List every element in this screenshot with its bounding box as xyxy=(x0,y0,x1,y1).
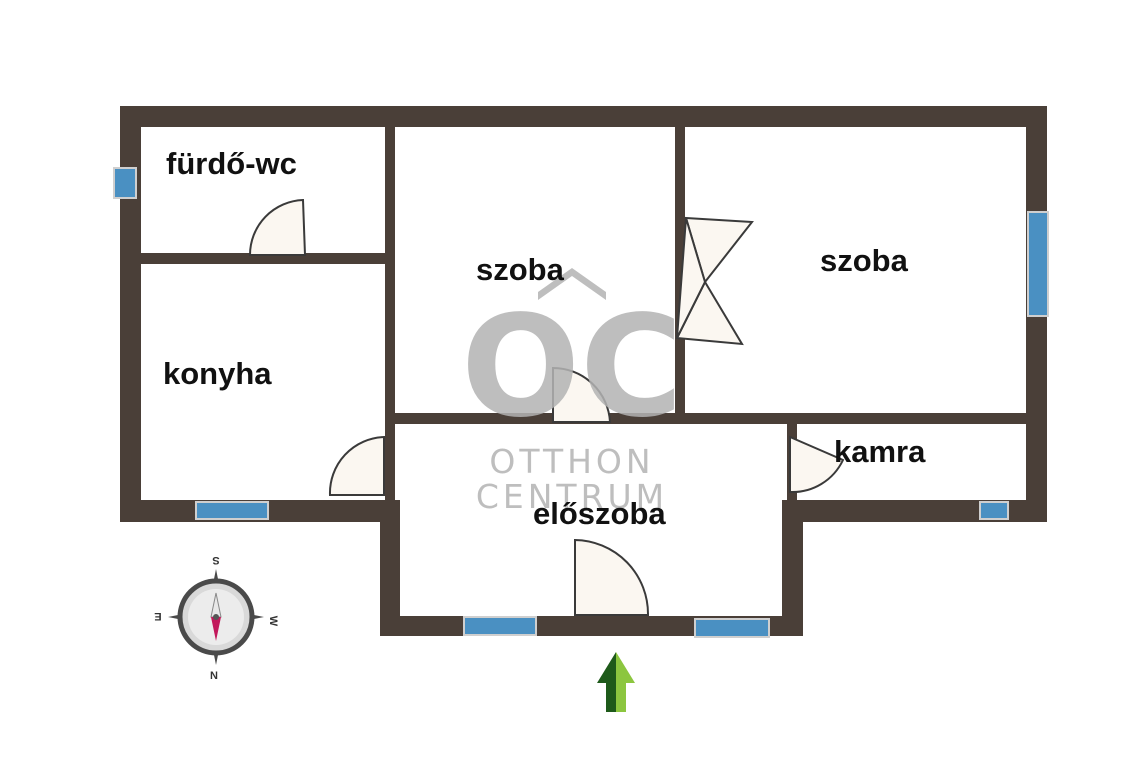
window-bathroom xyxy=(113,167,137,199)
compass-letter-left: E xyxy=(154,610,161,622)
label-pantry: kamra xyxy=(834,434,926,469)
window-hall-right xyxy=(694,618,770,638)
window-pantry xyxy=(979,501,1009,520)
door-double-panel xyxy=(676,217,707,339)
label-room-right: szoba xyxy=(820,243,909,278)
door-pantry xyxy=(789,435,845,494)
label-hallway: előszoba xyxy=(533,496,666,531)
compass-letter-right: W xyxy=(267,616,279,627)
door-room-left xyxy=(552,366,612,423)
door-entrance xyxy=(574,538,650,616)
window-hall-left xyxy=(463,616,537,636)
window-room-right xyxy=(1027,211,1049,317)
watermark-line1: OTTHON xyxy=(489,442,654,481)
watermark-line2: CENTRUM xyxy=(476,477,668,516)
windows xyxy=(113,167,1049,638)
compass-needle-bottom xyxy=(211,617,221,641)
doors xyxy=(248,198,845,616)
compass-letter-bottom: N xyxy=(210,670,218,682)
watermark: OC OTTHON CENTRUM xyxy=(461,268,683,516)
compass-letter-top: S xyxy=(212,554,219,566)
compass: S N E W xyxy=(154,554,279,682)
watermark-logo: OC xyxy=(461,286,683,449)
window-kitchen xyxy=(195,501,269,520)
label-room-left: szoba xyxy=(476,252,565,287)
watermark-chevron xyxy=(538,268,606,300)
label-bathroom: fürdő-wc xyxy=(166,146,297,181)
door-kitchen xyxy=(328,435,385,496)
label-kitchen: konyha xyxy=(163,356,272,391)
entrance-arrow xyxy=(597,652,635,712)
door-bathroom xyxy=(248,198,307,256)
room-labels: fürdő-wc konyha szoba szoba kamra előszo… xyxy=(163,146,926,531)
